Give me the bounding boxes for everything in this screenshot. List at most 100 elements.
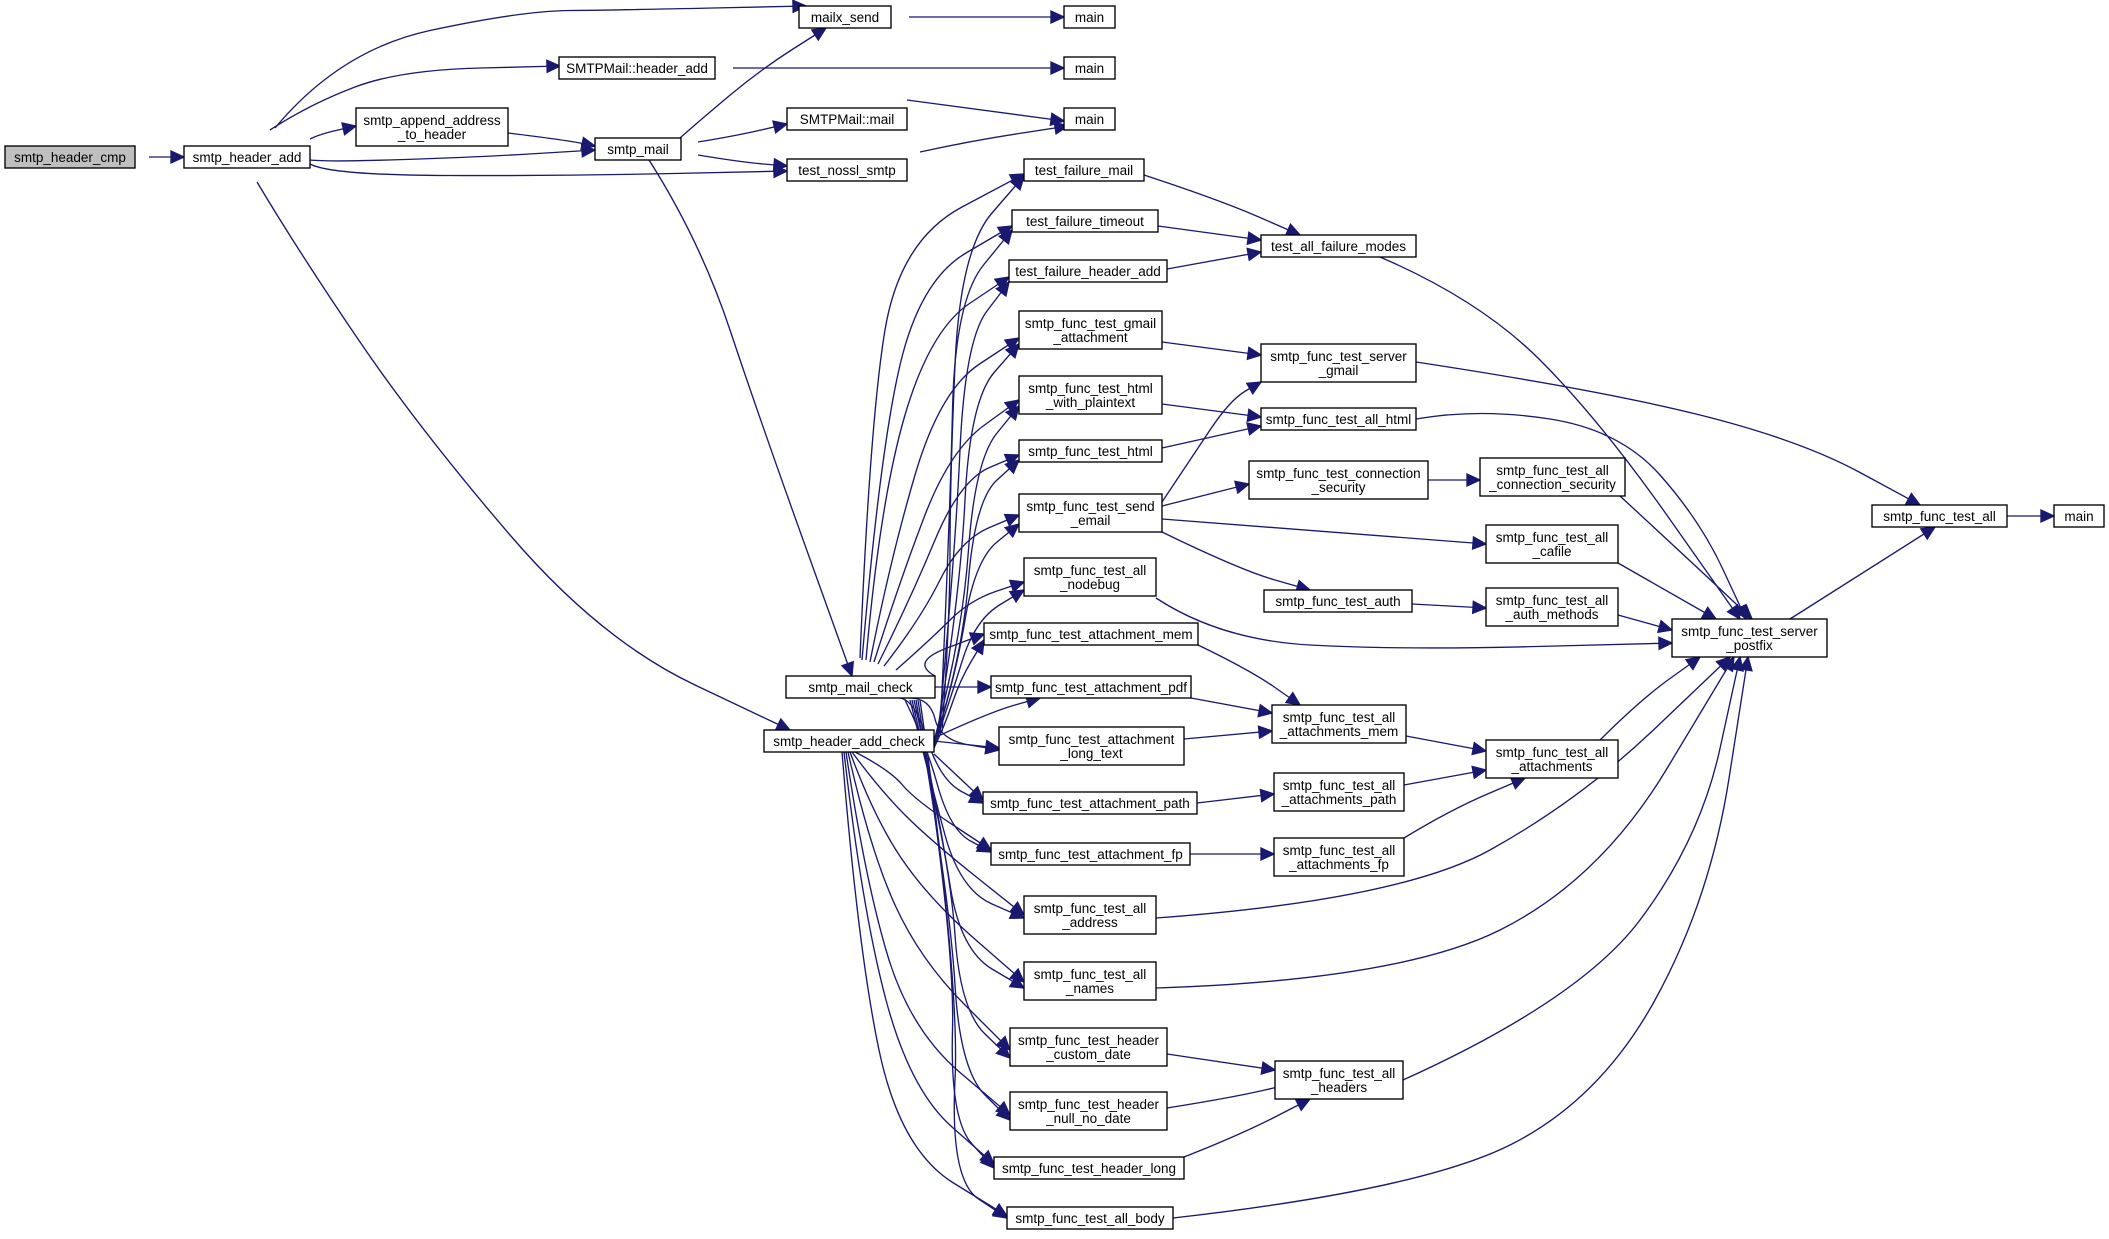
node-attachment_pdf[interactable]: smtp_func_test_attachment_pdf bbox=[990, 675, 1192, 699]
node-box-all_attachments_mem[interactable] bbox=[1271, 704, 1407, 744]
node-box-all_connection_security[interactable] bbox=[1479, 457, 1626, 497]
node-label-all_cafile-1: _cafile bbox=[1531, 544, 1571, 559]
node-box-connection_security[interactable] bbox=[1248, 460, 1429, 500]
node-test_auth[interactable]: smtp_func_test_auth bbox=[1263, 589, 1413, 613]
node-test_html[interactable]: smtp_func_test_html bbox=[1018, 439, 1163, 463]
node-box-mail_check[interactable] bbox=[785, 675, 936, 699]
node-box-append_address[interactable] bbox=[355, 107, 509, 147]
node-header_add[interactable]: smtp_header_add bbox=[183, 145, 311, 169]
node-box-smtpmail_header_add[interactable] bbox=[558, 56, 716, 80]
node-box-main4[interactable] bbox=[2053, 504, 2105, 528]
node-header_cmp[interactable]: smtp_header_cmp bbox=[4, 145, 136, 169]
node-attachment_fp[interactable]: smtp_func_test_attachment_fp bbox=[990, 842, 1191, 866]
node-box-all_attachments[interactable] bbox=[1485, 739, 1619, 779]
node-smtpmail_mail[interactable]: SMTPMail::mail bbox=[786, 107, 908, 131]
node-box-send_email[interactable] bbox=[1018, 493, 1163, 533]
node-all_connection_security[interactable]: smtp_func_test_all_connection_security bbox=[1479, 457, 1626, 497]
node-box-test_all[interactable] bbox=[1871, 504, 2008, 528]
node-connection_security[interactable]: smtp_func_test_connection_security bbox=[1248, 460, 1429, 500]
node-mailx_send[interactable]: mailx_send bbox=[798, 5, 892, 29]
node-box-attachment_fp[interactable] bbox=[990, 842, 1191, 866]
node-box-all_auth_methods[interactable] bbox=[1485, 587, 1619, 627]
node-box-test_nossl_smtp[interactable] bbox=[786, 158, 908, 182]
node-box-header_add[interactable] bbox=[183, 145, 311, 169]
node-box-test_failure_timeout[interactable] bbox=[1011, 209, 1159, 233]
node-box-all_headers[interactable] bbox=[1274, 1060, 1404, 1100]
node-attachment_mem[interactable]: smtp_func_test_attachment_mem bbox=[983, 622, 1199, 646]
node-attachment_path[interactable]: smtp_func_test_attachment_path bbox=[982, 791, 1198, 815]
node-smtp_mail[interactable]: smtp_mail bbox=[594, 137, 682, 161]
node-all_nodebug[interactable]: smtp_func_test_all_nodebug bbox=[1023, 557, 1157, 597]
node-header_custom_date[interactable]: smtp_func_test_header_custom_date bbox=[1009, 1027, 1168, 1067]
node-test_failure_mail[interactable]: test_failure_mail bbox=[1023, 158, 1145, 182]
node-box-attachment_mem[interactable] bbox=[983, 622, 1199, 646]
node-box-test_failure_mail[interactable] bbox=[1023, 158, 1145, 182]
node-box-gmail_attachment[interactable] bbox=[1018, 310, 1163, 350]
node-all_body[interactable]: smtp_func_test_all_body bbox=[1006, 1206, 1174, 1230]
node-server_gmail[interactable]: smtp_func_test_server_gmail bbox=[1260, 343, 1417, 383]
node-box-main3[interactable] bbox=[1063, 107, 1116, 131]
node-send_email[interactable]: smtp_func_test_send_email bbox=[1018, 493, 1163, 533]
node-mail_check[interactable]: smtp_mail_check bbox=[785, 675, 936, 699]
node-box-smtp_mail[interactable] bbox=[594, 137, 682, 161]
node-box-test_all_html[interactable] bbox=[1260, 407, 1417, 431]
node-box-mailx_send[interactable] bbox=[798, 5, 892, 29]
node-box-all_attachments_fp[interactable] bbox=[1273, 837, 1405, 877]
node-test_all[interactable]: smtp_func_test_all bbox=[1871, 504, 2008, 528]
node-box-all_cafile[interactable] bbox=[1485, 524, 1619, 564]
node-box-attachment_long_text[interactable] bbox=[998, 726, 1185, 766]
node-header_long[interactable]: smtp_func_test_header_long bbox=[993, 1156, 1185, 1180]
node-main1[interactable]: main bbox=[1063, 5, 1116, 29]
node-test_nossl_smtp[interactable]: test_nossl_smtp bbox=[786, 158, 908, 182]
node-header_null_no_date[interactable]: smtp_func_test_header_null_no_date bbox=[1009, 1091, 1168, 1131]
node-append_address[interactable]: smtp_append_address_to_header bbox=[355, 107, 509, 147]
node-main3[interactable]: main bbox=[1063, 107, 1116, 131]
node-box-all_address[interactable] bbox=[1023, 895, 1157, 935]
node-box-header_cmp[interactable] bbox=[4, 145, 136, 169]
node-box-test_auth[interactable] bbox=[1263, 589, 1413, 613]
edge-smtp_mail-to-append_address bbox=[507, 132, 596, 147]
node-attachment_long_text[interactable]: smtp_func_test_attachment_long_text bbox=[998, 726, 1185, 766]
node-box-header_long[interactable] bbox=[993, 1156, 1185, 1180]
node-smtpmail_header_add[interactable]: SMTPMail::header_add bbox=[558, 56, 716, 80]
node-box-header_custom_date[interactable] bbox=[1009, 1027, 1168, 1067]
node-main4[interactable]: main bbox=[2053, 504, 2105, 528]
node-all_auth_methods[interactable]: smtp_func_test_all_auth_methods bbox=[1485, 587, 1619, 627]
node-all_attachments_path[interactable]: smtp_func_test_all_attachments_path bbox=[1273, 772, 1405, 812]
node-box-all_body[interactable] bbox=[1006, 1206, 1174, 1230]
node-test_failure_timeout[interactable]: test_failure_timeout bbox=[1011, 209, 1159, 233]
node-box-test_html[interactable] bbox=[1018, 439, 1163, 463]
node-all_address[interactable]: smtp_func_test_all_address bbox=[1023, 895, 1157, 935]
node-main2[interactable]: main bbox=[1063, 56, 1116, 80]
node-server_postfix[interactable]: smtp_func_test_server_postfix bbox=[1671, 618, 1828, 658]
node-box-server_postfix[interactable] bbox=[1671, 618, 1828, 658]
node-box-all_nodebug[interactable] bbox=[1023, 557, 1157, 597]
node-box-attachment_pdf[interactable] bbox=[990, 675, 1192, 699]
node-box-test_all_failure_modes[interactable] bbox=[1260, 234, 1417, 258]
node-box-all_names[interactable] bbox=[1023, 961, 1157, 1001]
node-box-html_with_plaintext[interactable] bbox=[1018, 375, 1163, 415]
node-box-main1[interactable] bbox=[1063, 5, 1116, 29]
node-header_add_check[interactable]: smtp_header_add_check bbox=[763, 729, 935, 753]
node-all_cafile[interactable]: smtp_func_test_all_cafile bbox=[1485, 524, 1619, 564]
node-test_failure_header_add[interactable]: test_failure_header_add bbox=[1008, 259, 1168, 283]
edge-attachment_pdf-to-header_add_check bbox=[933, 697, 1041, 739]
node-all_names[interactable]: smtp_func_test_all_names bbox=[1023, 961, 1157, 1001]
arrowhead-all_names-to-mail_check bbox=[1008, 974, 1026, 989]
node-test_all_failure_modes[interactable]: test_all_failure_modes bbox=[1260, 234, 1417, 258]
node-box-all_attachments_path[interactable] bbox=[1273, 772, 1405, 812]
node-all_headers[interactable]: smtp_func_test_all_headers bbox=[1274, 1060, 1404, 1100]
node-gmail_attachment[interactable]: smtp_func_test_gmail_attachment bbox=[1018, 310, 1163, 350]
node-box-header_add_check[interactable] bbox=[763, 729, 935, 753]
node-box-main2[interactable] bbox=[1063, 56, 1116, 80]
node-all_attachments_mem[interactable]: smtp_func_test_all_attachments_mem bbox=[1271, 704, 1407, 744]
node-all_attachments[interactable]: smtp_func_test_all_attachments bbox=[1485, 739, 1619, 779]
node-all_attachments_fp[interactable]: smtp_func_test_all_attachments_fp bbox=[1273, 837, 1405, 877]
node-box-test_failure_header_add[interactable] bbox=[1008, 259, 1168, 283]
node-box-server_gmail[interactable] bbox=[1260, 343, 1417, 383]
node-box-attachment_path[interactable] bbox=[982, 791, 1198, 815]
node-test_all_html[interactable]: smtp_func_test_all_html bbox=[1260, 407, 1417, 431]
node-box-header_null_no_date[interactable] bbox=[1009, 1091, 1168, 1131]
node-html_with_plaintext[interactable]: smtp_func_test_html_with_plaintext bbox=[1018, 375, 1163, 415]
node-box-smtpmail_mail[interactable] bbox=[786, 107, 908, 131]
